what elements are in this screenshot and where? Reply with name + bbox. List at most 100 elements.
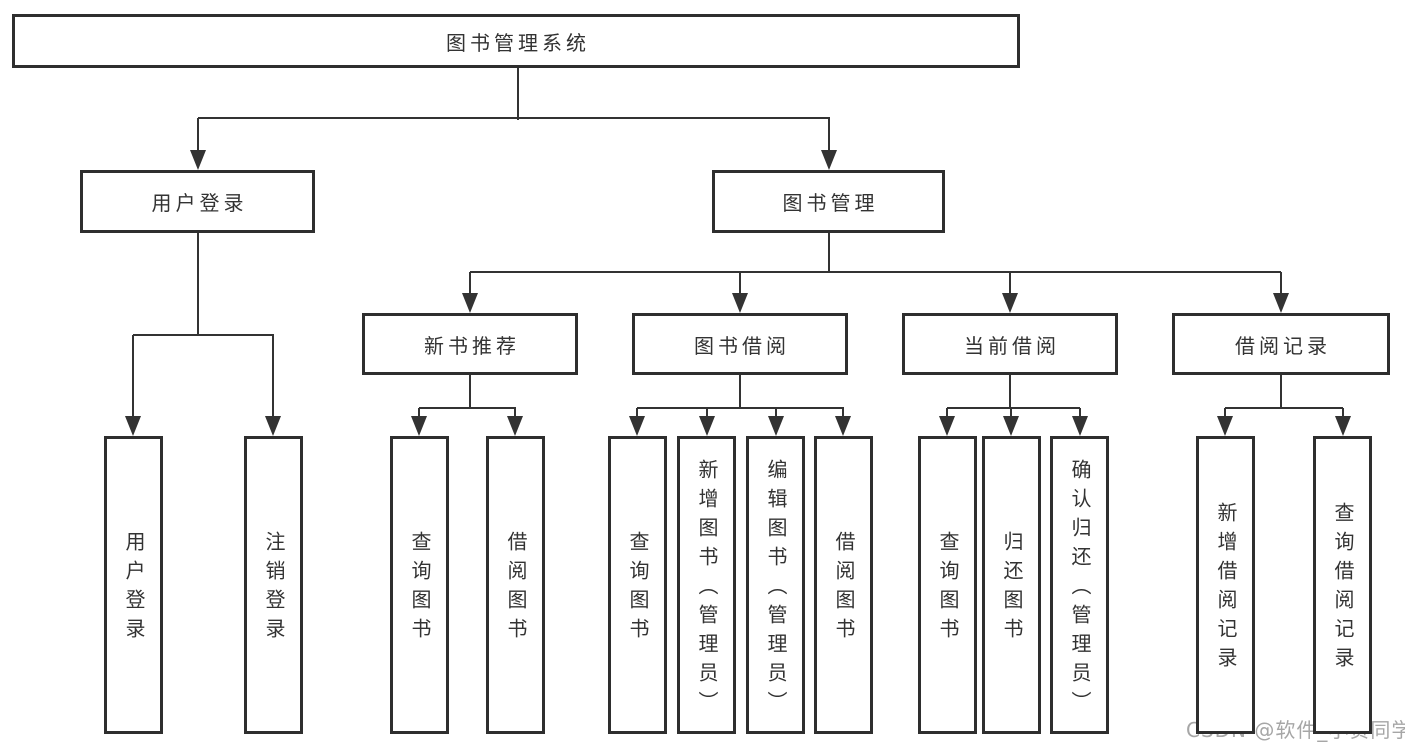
branch-borrow-records-label: 借阅记录	[1235, 333, 1331, 358]
connector-vline	[197, 233, 199, 335]
arrowhead-down-icon	[462, 293, 478, 313]
connector-arrow	[1002, 272, 1018, 313]
connector-arrow	[629, 408, 645, 436]
branch-current-borrow-label: 当前借阅	[964, 333, 1060, 358]
arrow-shaft	[197, 118, 199, 158]
leaf-confirm-return-admin-label: 确认归还（管理员）	[1068, 458, 1092, 720]
connector-arrow	[821, 118, 837, 170]
connector-vline	[517, 68, 519, 120]
connector-arrow	[699, 408, 715, 436]
branch-book-borrow-label: 图书借阅	[694, 333, 790, 358]
arrowhead-down-icon	[1335, 416, 1351, 436]
branch-new-book-recommend-label: 新书推荐	[424, 333, 520, 358]
connector-hline	[947, 407, 1080, 409]
connector-arrow	[1072, 408, 1088, 436]
connector-arrow	[507, 408, 523, 436]
connector-hline	[637, 407, 844, 409]
leaf-query-books-recommend-label: 查询图书	[408, 531, 432, 647]
leaf-user-login-label: 用户登录	[122, 531, 146, 647]
branch-book-management-box: 图书管理	[712, 170, 945, 233]
arrowhead-down-icon	[411, 416, 427, 436]
connector-arrow	[1217, 408, 1233, 436]
connector-vline	[739, 375, 741, 408]
branch-user-login-box: 用户登录	[80, 170, 315, 233]
leaf-add-book-admin-box: 新增图书（管理员）	[677, 436, 736, 734]
arrowhead-down-icon	[732, 293, 748, 313]
connector-arrow	[411, 408, 427, 436]
arrow-shaft	[132, 335, 134, 424]
arrowhead-down-icon	[821, 150, 837, 170]
arrow-shaft	[1009, 272, 1011, 301]
arrow-shaft	[739, 272, 741, 301]
arrowhead-down-icon	[265, 416, 281, 436]
connector-arrow	[1335, 408, 1351, 436]
arrowhead-down-icon	[835, 416, 851, 436]
leaf-return-book-box: 归还图书	[982, 436, 1041, 734]
leaf-edit-book-admin-box: 编辑图书（管理员）	[746, 436, 805, 734]
leaf-add-book-admin-label: 新增图书（管理员）	[695, 458, 719, 720]
branch-book-borrow-box: 图书借阅	[632, 313, 848, 375]
branch-book-management-label: 图书管理	[782, 191, 879, 215]
connector-vline	[1009, 375, 1011, 408]
leaf-query-books-borrow-label: 查询图书	[626, 531, 650, 647]
arrowhead-down-icon	[1072, 416, 1088, 436]
connector-arrow	[462, 272, 478, 313]
connector-hline	[133, 334, 274, 336]
connector-vline	[828, 233, 830, 273]
connector-vline	[469, 375, 471, 408]
arrowhead-down-icon	[190, 150, 206, 170]
connector-arrow	[939, 408, 955, 436]
arrowhead-down-icon	[1217, 416, 1233, 436]
arrow-shaft	[469, 272, 471, 301]
connector-hline	[1225, 407, 1343, 409]
connector-hline	[470, 271, 1281, 273]
leaf-borrow-books-borrow-label: 借阅图书	[832, 531, 856, 647]
arrowhead-down-icon	[699, 416, 715, 436]
connector-arrow	[125, 335, 141, 436]
arrowhead-down-icon	[939, 416, 955, 436]
arrowhead-down-icon	[125, 416, 141, 436]
arrowhead-down-icon	[768, 416, 784, 436]
leaf-logout-label: 注销登录	[262, 531, 286, 647]
branch-new-book-recommend-box: 新书推荐	[362, 313, 578, 375]
leaf-borrow-books-recommend-label: 借阅图书	[504, 531, 528, 647]
connector-arrow	[190, 118, 206, 170]
arrowhead-down-icon	[1273, 293, 1289, 313]
leaf-add-borrow-record-box: 新增借阅记录	[1196, 436, 1255, 734]
leaf-add-borrow-record-label: 新增借阅记录	[1214, 502, 1238, 676]
leaf-return-book-label: 归还图书	[1000, 531, 1024, 647]
leaf-query-books-current-label: 查询图书	[936, 531, 960, 647]
leaf-confirm-return-admin-box: 确认归还（管理员）	[1050, 436, 1109, 734]
arrow-shaft	[1280, 272, 1282, 301]
branch-current-borrow-box: 当前借阅	[902, 313, 1118, 375]
connector-hline	[198, 117, 830, 119]
connector-arrow	[265, 335, 281, 436]
connector-arrow	[1273, 272, 1289, 313]
branch-user-login-label: 用户登录	[151, 191, 248, 215]
arrowhead-down-icon	[1003, 416, 1019, 436]
leaf-query-books-recommend-box: 查询图书	[390, 436, 449, 734]
leaf-query-books-current-box: 查询图书	[918, 436, 977, 734]
arrow-shaft	[272, 335, 274, 424]
branch-borrow-records-box: 借阅记录	[1172, 313, 1390, 375]
arrowhead-down-icon	[507, 416, 523, 436]
leaf-query-books-borrow-box: 查询图书	[608, 436, 667, 734]
leaf-user-login-box: 用户登录	[104, 436, 163, 734]
leaf-query-borrow-record-label: 查询借阅记录	[1331, 502, 1355, 676]
leaf-borrow-books-recommend-box: 借阅图书	[486, 436, 545, 734]
connector-arrow	[768, 408, 784, 436]
root-label: 图书管理系统	[446, 30, 590, 55]
leaf-logout-box: 注销登录	[244, 436, 303, 734]
connector-hline	[419, 407, 516, 409]
connector-vline	[1280, 375, 1282, 408]
connector-arrow	[732, 272, 748, 313]
arrowhead-down-icon	[629, 416, 645, 436]
leaf-query-borrow-record-box: 查询借阅记录	[1313, 436, 1372, 734]
arrowhead-down-icon	[1002, 293, 1018, 313]
connector-arrow	[835, 408, 851, 436]
leaf-borrow-books-borrow-box: 借阅图书	[814, 436, 873, 734]
arrow-shaft	[828, 118, 830, 158]
root-box: 图书管理系统	[12, 14, 1020, 68]
connector-arrow	[1003, 408, 1019, 436]
